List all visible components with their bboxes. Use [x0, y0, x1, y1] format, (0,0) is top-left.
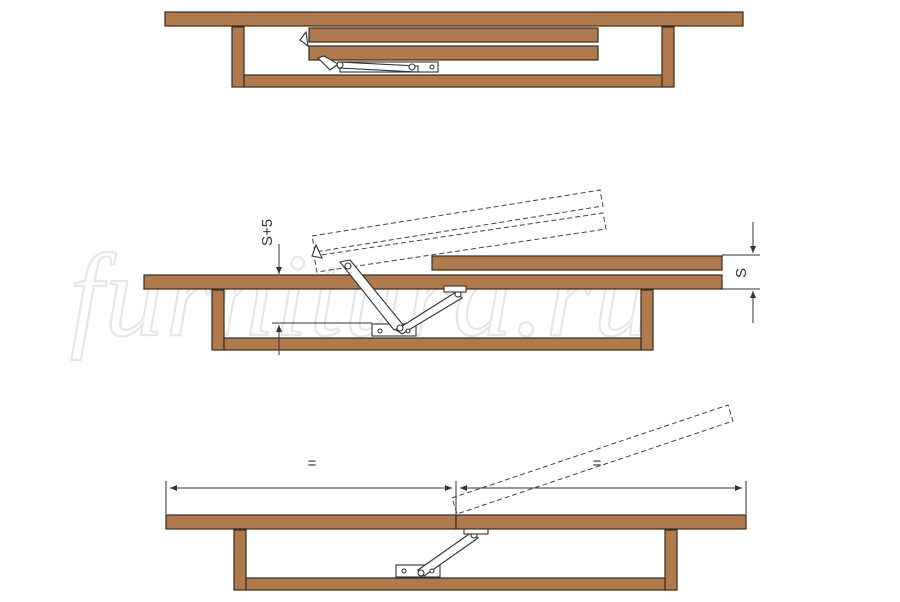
frame-bottom-rail	[243, 74, 663, 88]
frame-left-leg	[233, 529, 247, 591]
lifting-state-view: S+5 S	[143, 189, 760, 355]
open-mechanism	[395, 528, 489, 578]
equal-left-label: =	[308, 455, 317, 472]
tabletop-left-half	[165, 514, 457, 530]
stored-leaf-upper	[308, 27, 599, 43]
dimension-equal-halves	[165, 481, 747, 514]
tabletop	[164, 11, 744, 27]
lifting-mechanism	[311, 243, 467, 337]
dimension-s	[722, 222, 760, 323]
frame-bottom-rail	[223, 337, 642, 351]
dashed-leaf-outline	[451, 404, 734, 515]
stored-leaf-lower	[308, 45, 599, 61]
tabletop	[143, 274, 723, 290]
folded-mechanism	[299, 30, 439, 73]
tabletop-right-half	[455, 514, 747, 530]
dashed-leaf-outlines	[311, 189, 607, 273]
frame-right-leg	[640, 289, 654, 351]
frame-right-leg	[664, 529, 678, 591]
closed-state-view	[164, 11, 744, 88]
s-plus-5-label: S+5	[259, 219, 276, 246]
dimension-s-plus-5	[272, 244, 372, 355]
raised-leaf	[431, 255, 723, 271]
equal-right-label: =	[593, 455, 602, 472]
s-label: S	[733, 268, 750, 278]
frame-right-leg	[661, 26, 675, 88]
frame-bottom-rail	[245, 577, 666, 591]
open-state-view: = =	[165, 404, 747, 591]
frame-left-leg	[231, 26, 245, 88]
frame-left-leg	[211, 289, 225, 351]
